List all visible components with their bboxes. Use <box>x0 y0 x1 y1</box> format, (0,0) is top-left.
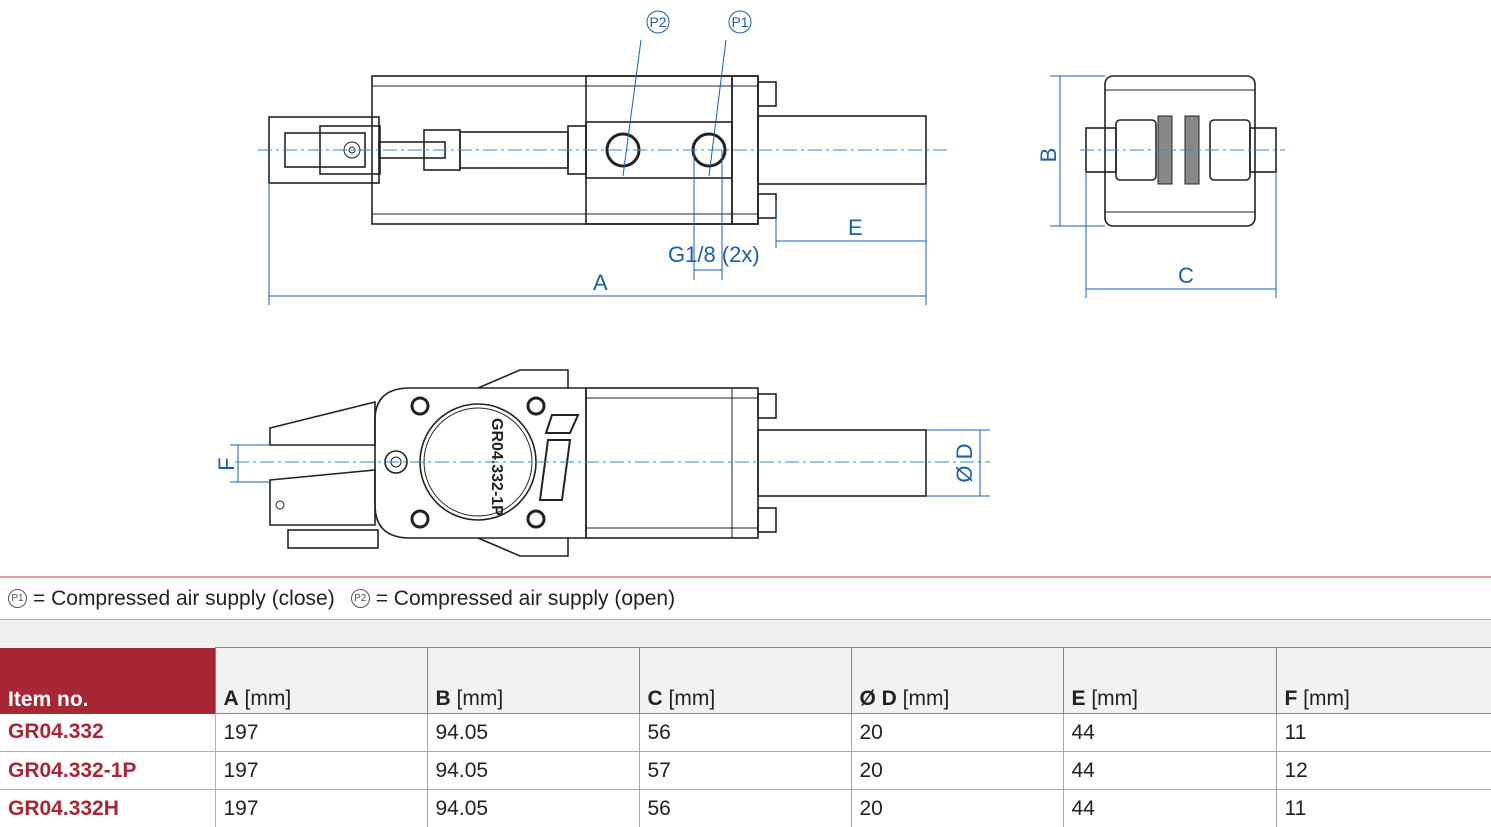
item-number: GR04.332-1P <box>0 751 215 790</box>
divider-band <box>0 620 1491 647</box>
table-row: GR04.332-1P 197 94.05 57 20 44 12 <box>0 751 1491 790</box>
header-item-no: Item no. <box>0 647 215 714</box>
p2-legend-text: = Compressed air supply (open) <box>375 586 676 610</box>
cell-b: 94.05 <box>426 789 639 827</box>
front-view-dimensions: F Ø D <box>214 429 990 497</box>
cell-e: 44 <box>1062 789 1276 827</box>
item-number: GR04.332H <box>0 789 215 827</box>
dim-e-label: E <box>848 215 863 240</box>
header-c: C [mm] <box>638 647 851 714</box>
p2-symbol: P2 <box>350 589 370 608</box>
top-view <box>258 75 948 225</box>
cell-e: 44 <box>1062 751 1276 790</box>
port-legend: P1 = Compressed air supply (close) P2 = … <box>0 576 1491 621</box>
p1-symbol: P1 <box>8 589 27 608</box>
cell-e: 44 <box>1062 713 1276 752</box>
part-engraving: GR04.332-1P <box>488 418 505 516</box>
table-header-row: Item no. A [mm] B [mm] C [mm] Ø D [mm] E… <box>0 647 1491 714</box>
port-p2-label: P2 <box>649 14 666 30</box>
cell-f: 12 <box>1275 751 1491 790</box>
dim-a-label: A <box>593 270 608 295</box>
end-view: B C <box>1036 75 1285 298</box>
cell-a: 197 <box>214 751 427 790</box>
cell-c: 56 <box>638 713 851 752</box>
dim-d-label: Ø D <box>952 443 977 482</box>
header-a: A [mm] <box>214 647 427 714</box>
dim-c-label: C <box>1178 263 1194 288</box>
cell-a: 197 <box>214 713 427 752</box>
cell-d: 20 <box>850 751 1063 790</box>
cell-f: 11 <box>1275 789 1491 827</box>
cell-a: 197 <box>214 789 427 827</box>
dimensions-table: Item no. A [mm] B [mm] C [mm] Ø D [mm] E… <box>0 647 1491 827</box>
cell-d: 20 <box>850 789 1063 827</box>
cell-b: 94.05 <box>426 713 639 752</box>
front-view: GR04.332-1P <box>235 369 990 557</box>
cell-b: 94.05 <box>426 751 639 790</box>
header-e: E [mm] <box>1062 647 1276 714</box>
item-number: GR04.332 <box>0 713 215 752</box>
cell-d: 20 <box>850 713 1063 752</box>
dim-f-label: F <box>214 457 239 470</box>
dim-b-label: B <box>1036 148 1061 163</box>
cell-f: 11 <box>1275 713 1491 752</box>
p1-legend-text: = Compressed air supply (close) <box>33 586 335 610</box>
header-d: Ø D [mm] <box>850 647 1063 714</box>
cell-c: 56 <box>638 789 851 827</box>
top-view-dimensions: P2 P1 G1/8 (2x) E A <box>268 10 927 305</box>
port-p1-label: P1 <box>731 14 748 30</box>
table-row: GR04.332H 197 94.05 56 20 44 11 <box>0 789 1491 827</box>
table-row: GR04.332 197 94.05 56 20 44 11 <box>0 713 1491 752</box>
header-b: B [mm] <box>426 647 639 714</box>
header-f: F [mm] <box>1275 647 1491 714</box>
gripper-drawing: P2 P1 G1/8 (2x) E A B C <box>214 10 1285 557</box>
thread-label: G1/8 (2x) <box>668 242 760 267</box>
cell-c: 57 <box>638 751 851 790</box>
